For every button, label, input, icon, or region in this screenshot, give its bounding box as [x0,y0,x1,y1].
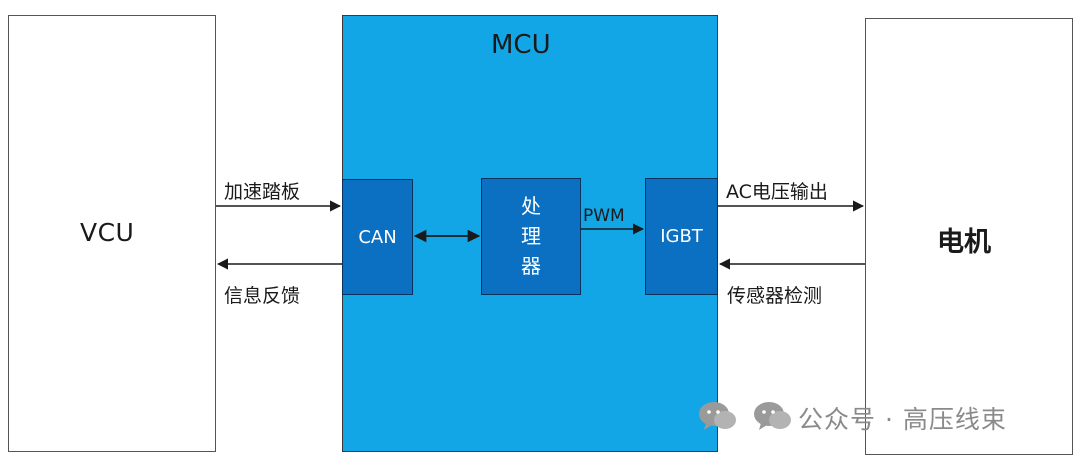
vcu-label: VCU [80,218,135,247]
igbt-block: IGBT [645,178,718,295]
mcu-label: MCU [491,30,551,60]
can-label: CAN [358,227,397,248]
info-feedback-label: 信息反馈 [224,285,301,307]
ac-voltage-output-label: AC电压输出 [726,181,828,203]
pwm-label: PWM [583,206,625,226]
wechat-icon [699,402,791,430]
igbt-label: IGBT [660,226,703,247]
sensor-detection-label: 传感器检测 [727,285,823,307]
motor-block [865,18,1073,455]
motor-label: 电机 [937,227,991,258]
can-block: CAN [342,179,413,295]
vcu-block [8,15,216,452]
watermark-text: 公众号 · 高压线束 [798,405,1007,434]
processor-label: 处 理 器 [521,194,541,278]
processor-block: 处 理 器 [481,178,581,295]
accelerator-pedal-label: 加速踏板 [224,181,301,203]
